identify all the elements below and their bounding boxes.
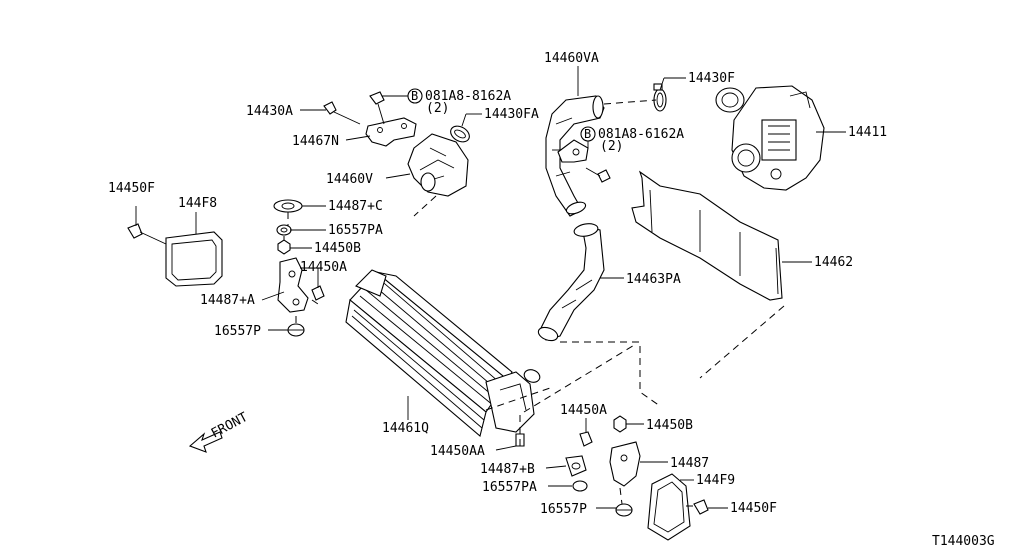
label-14460V: 14460V bbox=[326, 172, 373, 187]
diagram-id: T144003G bbox=[932, 534, 995, 549]
bolt-symbol-1: B bbox=[411, 89, 418, 103]
bolt-14450A-bot bbox=[579, 431, 593, 447]
label-16557P-bot: 16557P bbox=[540, 502, 587, 517]
label-14487: 14487 bbox=[670, 456, 709, 471]
label-14430FA: 14430FA bbox=[484, 107, 539, 122]
washer-16557PA-top bbox=[276, 224, 292, 236]
front-arrow-icon bbox=[188, 431, 223, 453]
label-14450F-left: 14450F bbox=[108, 181, 155, 196]
intercooler-part bbox=[345, 269, 541, 437]
bolt-symbol-icon: B bbox=[407, 88, 423, 104]
label-bolt2-code: 081A8-6162A bbox=[598, 127, 684, 142]
label-14460VA: 14460VA bbox=[544, 51, 599, 66]
clip-14450F-left bbox=[127, 223, 167, 245]
label-14450A-bot: 14450A bbox=[560, 403, 607, 418]
label-14461Q: 14461Q bbox=[382, 421, 429, 436]
label-14450AA: 14450AA bbox=[430, 444, 485, 459]
clip-14450F-bot bbox=[693, 499, 709, 515]
label-14450A-top: 14450A bbox=[300, 260, 347, 275]
label-144F9: 144F9 bbox=[696, 473, 735, 488]
grommet-16557P-bot bbox=[615, 503, 633, 517]
bracket-14487A-part bbox=[277, 257, 309, 313]
mounting-bracket-part bbox=[365, 91, 417, 147]
label-14450F-bot: 14450F bbox=[730, 501, 777, 516]
label-16557P-left: 16557P bbox=[214, 324, 261, 339]
grommet-14487B bbox=[565, 455, 587, 477]
bolt-part bbox=[323, 101, 361, 125]
bolt-symbol-2: B bbox=[584, 127, 591, 141]
label-144F8: 144F8 bbox=[178, 196, 217, 211]
label-14467N: 14467N bbox=[292, 134, 339, 149]
label-16557PA-bot: 16557PA bbox=[482, 480, 537, 495]
washer-16557PA-bot bbox=[572, 480, 588, 492]
grommet-16557P-left bbox=[287, 323, 305, 337]
nut-14450B-bot bbox=[613, 415, 627, 433]
label-14462: 14462 bbox=[814, 255, 853, 270]
bolt-symbol-icon: B bbox=[580, 126, 596, 142]
label-14430A: 14430A bbox=[246, 104, 293, 119]
air-guide-shroud-part bbox=[631, 170, 783, 301]
bracket-14487-part bbox=[609, 441, 641, 487]
bolt-14450A-top bbox=[311, 285, 325, 301]
label-16557PA-top: 16557PA bbox=[328, 223, 383, 238]
label-bolt2-qty: (2) bbox=[600, 139, 623, 154]
front-label: FRONT bbox=[209, 410, 251, 442]
label-bolt1-qty: (2) bbox=[426, 101, 449, 116]
charge-air-hose-part bbox=[537, 223, 605, 342]
label-14463PA: 14463PA bbox=[626, 272, 681, 287]
label-14430F-top: 14430F bbox=[688, 71, 735, 86]
seal-frame-144F9-part bbox=[647, 473, 691, 541]
label-14487A: 14487+A bbox=[200, 293, 255, 308]
label-14450B-bot: 14450B bbox=[646, 418, 693, 433]
label-14487C: 14487+C bbox=[328, 199, 383, 214]
seal-frame-144F8-part bbox=[165, 231, 223, 287]
nut-14450B-top bbox=[277, 239, 291, 255]
turbocharger-part bbox=[715, 85, 825, 191]
hose-clamp-part bbox=[653, 83, 667, 112]
label-14487B: 14487+B bbox=[480, 462, 535, 477]
label-14411: 14411 bbox=[848, 125, 887, 140]
air-duct-part bbox=[407, 133, 469, 197]
intake-hose-part bbox=[545, 95, 605, 217]
label-14450B-top: 14450B bbox=[314, 241, 361, 256]
hose-clamp-part bbox=[450, 125, 470, 143]
grommet-14487C bbox=[273, 199, 303, 213]
label-bolt1-code: 081A8-8162A bbox=[425, 89, 511, 104]
hose-bracket-part bbox=[557, 139, 611, 183]
